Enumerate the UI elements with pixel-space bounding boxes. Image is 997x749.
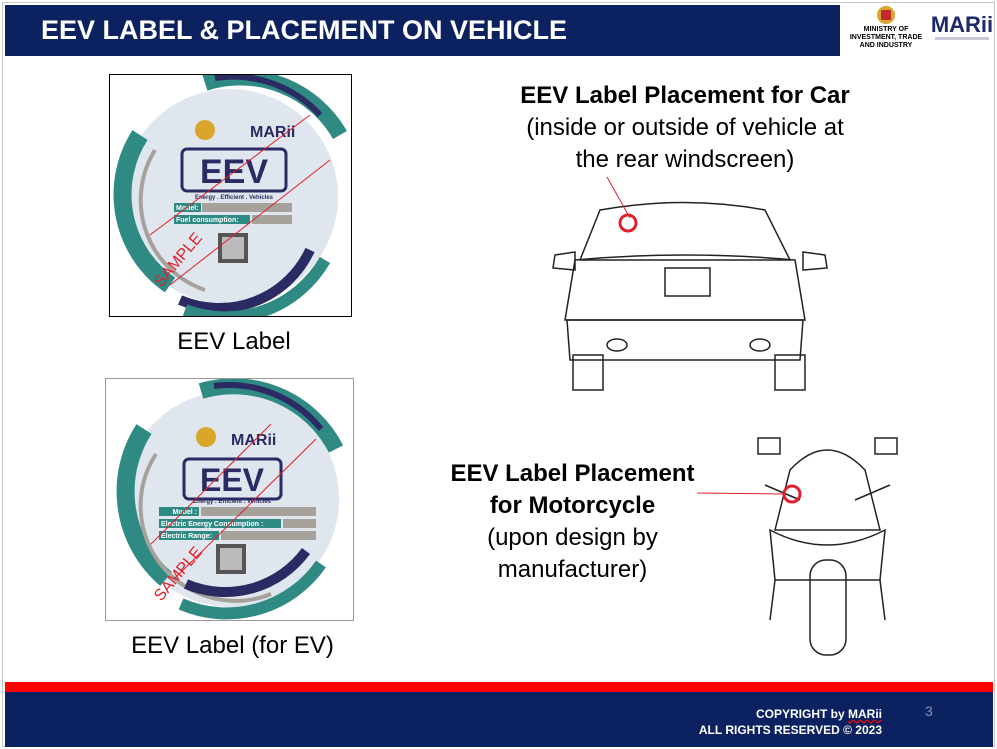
- title-bar: EEV LABEL & PLACEMENT ON VEHICLE: [5, 5, 840, 56]
- copyright-notice: COPYRIGHT by MARii ALL RIGHTS RESERVED ©…: [699, 706, 882, 738]
- ministry-crest-icon: MARii: [877, 6, 993, 40]
- eev-label-ev-caption: EEV Label (for EV): [131, 632, 334, 659]
- eev-label-caption: EEV Label: [177, 328, 291, 355]
- footer-red-stripe: [5, 682, 993, 692]
- svg-text:Energy . Efficient . Vehicles: Energy . Efficient . Vehicles: [195, 195, 274, 201]
- motorcycle-front-drawing: [696, 437, 898, 656]
- svg-text:Model:: Model:: [176, 205, 199, 212]
- eev-label-ev-image: MARii EEV Energy . Efficient . Vehicles …: [105, 378, 354, 621]
- footer-bar: [5, 692, 993, 747]
- moto-placement-text: EEV Label Placement for Motorcycle (upon…: [420, 458, 725, 586]
- svg-text:MARii: MARii: [231, 432, 276, 449]
- car-placement-title: EEV Label Placement for Car: [520, 82, 850, 109]
- car-rear-drawing: [552, 176, 828, 391]
- car-placement-line2: the rear windscreen): [575, 146, 795, 173]
- marii-logo: MARii: [931, 12, 993, 37]
- page-number: 3: [925, 703, 933, 719]
- moto-placement-title-2: for Motorcycle: [489, 492, 656, 519]
- slide-title: EEV LABEL & PLACEMENT ON VEHICLE: [41, 15, 568, 45]
- svg-text:Energy . Efficient . Vehicles: Energy . Efficient . Vehicles: [193, 499, 272, 505]
- moto-placement-line1: (upon design by: [487, 524, 658, 551]
- header-logos: MARii MINISTRY OF INVESTMENT, TRADE AND …: [845, 4, 995, 56]
- svg-text:Fuel consumption:: Fuel consumption:: [176, 217, 239, 224]
- ministry-name: MINISTRY OF INVESTMENT, TRADE AND INDUST…: [849, 26, 923, 49]
- svg-text:EEV: EEV: [200, 462, 265, 498]
- moto-placement-title-1: EEV Label Placement: [450, 460, 695, 487]
- eev-label-image: MARii EEV Energy . Efficient . Vehicles …: [109, 74, 352, 317]
- car-placement-text: EEV Label Placement for Car (inside or o…: [480, 80, 890, 176]
- svg-text:MARii: MARii: [250, 124, 295, 141]
- eev-label-ev-graphic: MARii EEV Energy . Efficient . Vehicles …: [116, 379, 344, 620]
- svg-text:Electric Range:: Electric Range:: [161, 533, 212, 540]
- svg-text:Model :: Model :: [173, 509, 198, 516]
- svg-text:Electric Energy Consumption :: Electric Energy Consumption :: [161, 521, 263, 528]
- copyright-prefix: COPYRIGHT by: [755, 707, 848, 721]
- moto-placement-line2: manufacturer): [497, 556, 648, 583]
- copyright-brand: MARii: [848, 707, 882, 721]
- car-placement-line1: (inside or outside of vehicle at: [526, 114, 844, 141]
- eev-label-graphic: MARii EEV Energy . Efficient . Vehicles …: [113, 75, 347, 316]
- rights-reserved: ALL RIGHTS RESERVED © 2023: [698, 723, 882, 737]
